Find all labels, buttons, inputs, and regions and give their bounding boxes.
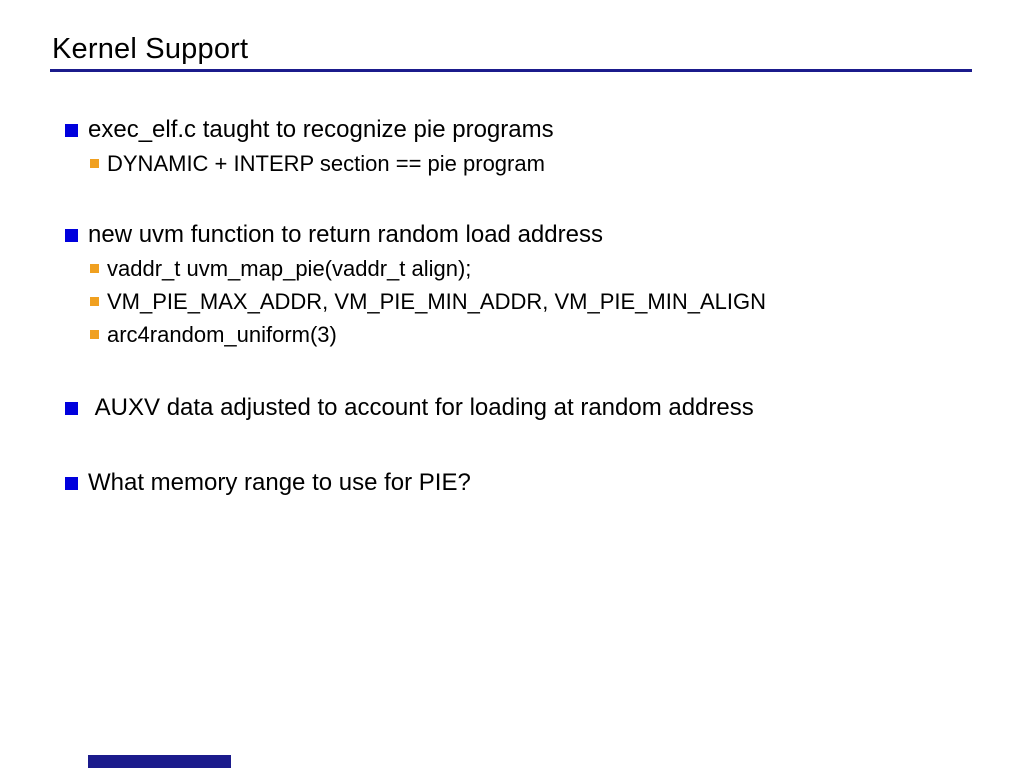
bullet-text: VM_PIE_MAX_ADDR, VM_PIE_MIN_ADDR, VM_PIE… xyxy=(107,289,766,314)
bullet-item: new uvm function to return random load a… xyxy=(0,218,1024,252)
bullet-item: exec_elf.c taught to recognize pie progr… xyxy=(0,113,1024,147)
bullet-subitem: VM_PIE_MAX_ADDR, VM_PIE_MIN_ADDR, VM_PIE… xyxy=(0,285,1024,318)
slide-title: Kernel Support xyxy=(52,33,249,65)
bullet-square-icon xyxy=(90,297,99,306)
bullet-text: vaddr_t uvm_map_pie(vaddr_t align); xyxy=(107,256,472,281)
bullet-item: What memory range to use for PIE? xyxy=(0,466,1024,500)
title-underline xyxy=(50,69,972,72)
bullet-square-icon xyxy=(65,476,78,490)
bullet-subitem: arc4random_uniform(3) xyxy=(0,318,1024,351)
bullet-square-icon xyxy=(65,123,78,137)
bullet-square-icon xyxy=(90,159,99,168)
bullet-square-icon xyxy=(90,264,99,273)
bullet-square-icon xyxy=(90,330,99,339)
bullet-text: AUXV data adjusted to account for loadin… xyxy=(88,394,754,421)
bullet-square-icon xyxy=(65,401,78,415)
bullet-text: exec_elf.c taught to recognize pie progr… xyxy=(88,116,554,143)
bullet-text: What memory range to use for PIE? xyxy=(88,469,471,496)
bullet-text: arc4random_uniform(3) xyxy=(107,322,337,347)
bullet-square-icon xyxy=(65,228,78,242)
bullet-text: new uvm function to return random load a… xyxy=(88,221,603,248)
bullet-text: DYNAMIC + INTERP section == pie program xyxy=(107,151,545,176)
bullet-item: AUXV data adjusted to account for loadin… xyxy=(0,391,1024,425)
slide-progress-bar xyxy=(88,755,231,768)
bullet-subitem: DYNAMIC + INTERP section == pie program xyxy=(0,147,1024,180)
bullet-list: exec_elf.c taught to recognize pie progr… xyxy=(0,113,1024,500)
bullet-subitem: vaddr_t uvm_map_pie(vaddr_t align); xyxy=(0,252,1024,285)
